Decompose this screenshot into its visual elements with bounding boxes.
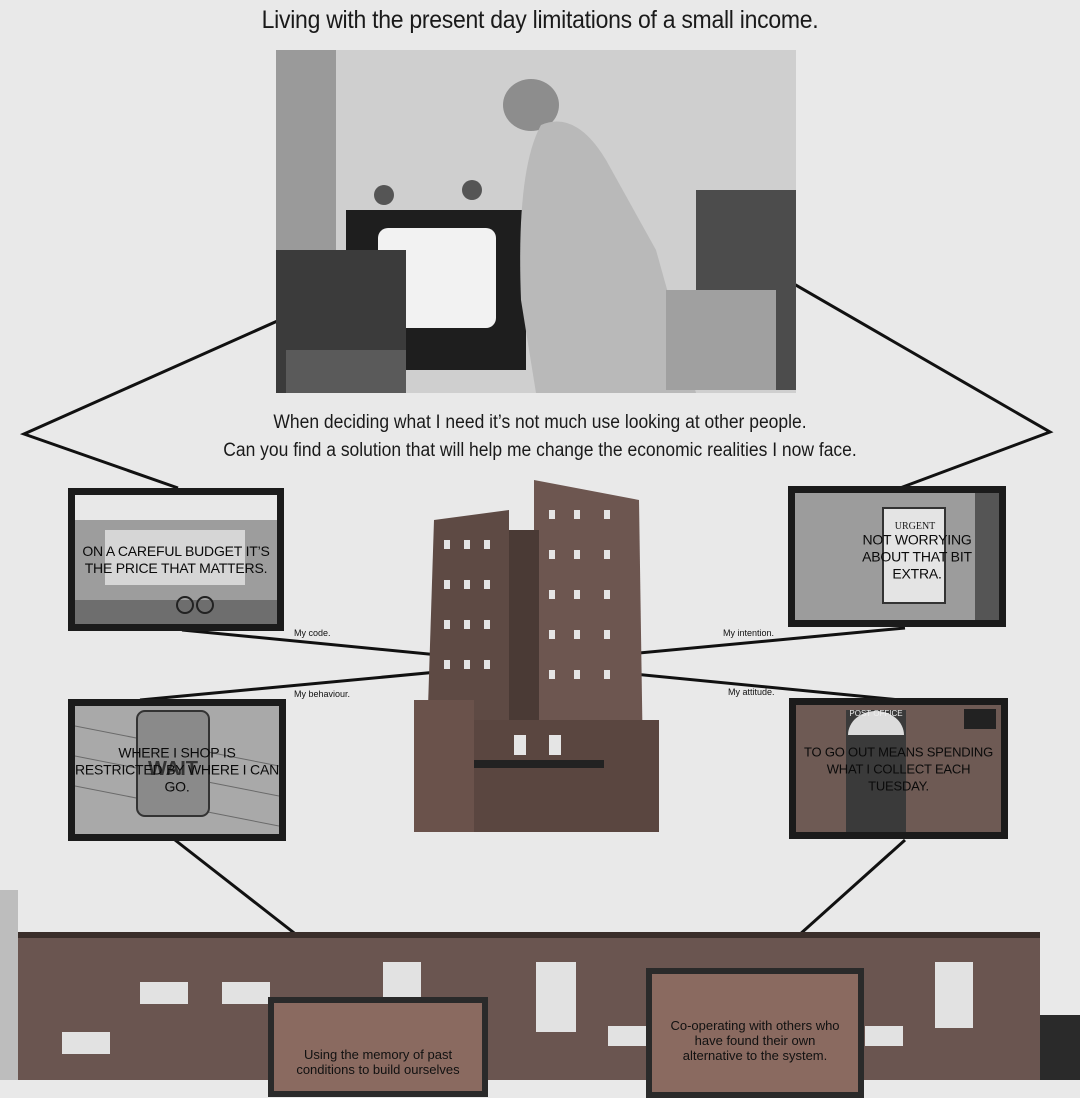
wait-sign-text: WAIT — [148, 758, 198, 780]
panel-not-worrying-text: NOT WORRYING ABOUT THAT BIT EXTRA. — [862, 531, 972, 581]
label-my-behaviour: My behaviour. — [294, 689, 351, 699]
tower-block-photo — [414, 480, 664, 832]
page-title: Living with the present day limitations … — [261, 6, 819, 34]
label-my-code: My code. — [294, 628, 331, 638]
panel-where-i-shop-text: WHERE I SHOP IS RESTRICTED BY WHERE I CA… — [75, 744, 279, 795]
panel-to-go-out: POST OFFICE TO GO OUT MEANS SPENDING WHA… — [789, 698, 1008, 839]
terrace-houses-photo — [0, 890, 1080, 1080]
panel-careful-budget: ON A CAREFUL BUDGET IT’S THE PRICE THAT … — [68, 488, 284, 631]
caption-line-1: When deciding what I need it’s not much … — [273, 412, 807, 433]
shopfront-illustration — [75, 495, 277, 624]
urgent-sign-illustration — [882, 493, 999, 620]
box-memory-of-past: Using the memory of past conditions to b… — [268, 997, 488, 1097]
panel-not-worrying: URGENT NOT WORRYING ABOUT THAT BIT EXTRA… — [788, 486, 1006, 627]
caption-line-2: Can you find a solution that will help m… — [223, 440, 857, 461]
tower-block-illustration — [414, 480, 659, 832]
urgent-sign-text: URGENT — [894, 521, 936, 532]
panel-to-go-out-text: TO GO OUT MEANS SPENDING WHAT I COLLECT … — [803, 744, 994, 793]
box-co-operating: Co-operating with others who have found … — [646, 968, 864, 1098]
label-my-intention: My intention. — [723, 628, 775, 638]
post-office-sign-text: POST OFFICE — [849, 709, 903, 718]
panel-careful-budget-text: ON A CAREFUL BUDGET IT’S THE PRICE THAT … — [82, 542, 270, 576]
woman-tv-photo — [276, 50, 796, 394]
label-my-attitude: My attitude. — [728, 687, 775, 697]
terrace-illustration — [0, 890, 1080, 1080]
box-memory-of-past-text: Using the memory of past conditions to b… — [296, 1047, 460, 1077]
post-office-illustration — [796, 705, 1001, 832]
box-co-operating-text: Co-operating with others who have found … — [670, 1018, 840, 1063]
panel-where-i-shop: WAIT WHERE I SHOP IS RESTRICTED BY WHERE… — [68, 699, 286, 841]
woman-tv-illustration — [276, 50, 796, 394]
pedestrian-wait-illustration — [75, 706, 279, 834]
